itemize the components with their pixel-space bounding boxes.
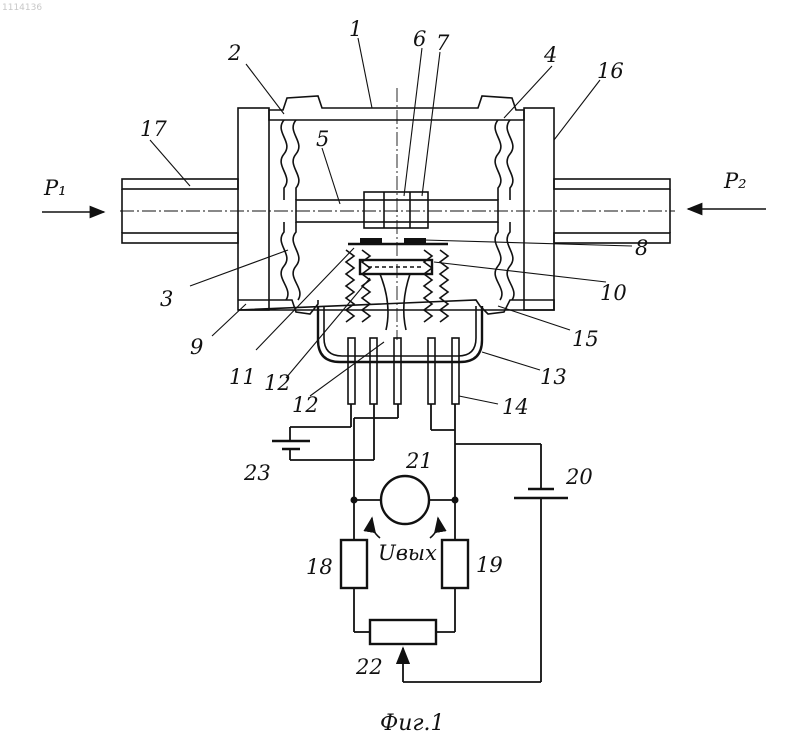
label-22: 22 (355, 655, 383, 679)
resistor-18 (341, 540, 367, 588)
internal-lead-1 (380, 274, 388, 330)
spring-left-outer (346, 250, 354, 322)
label-17: 17 (140, 117, 167, 141)
potentiometer-22 (370, 620, 436, 644)
bottom-cup (318, 306, 482, 362)
pressure-label-p2: P₂ (723, 169, 747, 193)
label-21: 21 (405, 449, 433, 473)
top-cover (269, 96, 524, 120)
bellows-left (281, 120, 288, 300)
label-12-lower: 12 (292, 393, 319, 417)
label-11: 11 (229, 365, 256, 389)
label-19: 19 (476, 553, 503, 577)
resistor-19 (442, 540, 468, 588)
label-1: 1 (349, 17, 362, 41)
label-13: 13 (540, 365, 567, 389)
output-meter (381, 476, 429, 524)
label-3: 3 (160, 287, 173, 311)
pressure-label-p1: P₁ (43, 176, 67, 200)
label-16: 16 (597, 59, 624, 83)
leader-lines (150, 38, 632, 404)
label-2: 2 (227, 41, 241, 65)
label-6: 6 (413, 27, 426, 51)
label-10: 10 (600, 281, 627, 305)
label-12-upper: 12 (264, 371, 291, 395)
label-23: 23 (243, 461, 271, 485)
label-18: 18 (306, 555, 333, 579)
output-voltage-label: Uвых (378, 541, 437, 565)
internal-lead-2 (404, 274, 410, 330)
junction-right (452, 497, 459, 504)
label-5: 5 (316, 127, 329, 151)
housing-left-wall (238, 108, 269, 310)
bottom-cup-inner (324, 306, 476, 356)
label-8: 8 (635, 236, 648, 260)
label-9: 9 (190, 335, 203, 359)
label-15: 15 (572, 327, 599, 351)
junction-left (351, 497, 358, 504)
bottom-flange (238, 300, 554, 314)
bellows-right-inner (507, 120, 514, 300)
label-20: 20 (565, 465, 593, 489)
terminals (348, 338, 459, 404)
document-stamp: 1114136 (2, 3, 42, 13)
label-7: 7 (436, 31, 450, 55)
label-14: 14 (502, 395, 529, 419)
figure-caption: Фиг.1 (380, 711, 445, 736)
housing (238, 96, 554, 362)
spring-right-outer (440, 250, 448, 322)
housing-right-wall (524, 108, 554, 310)
label-4: 4 (543, 43, 557, 67)
